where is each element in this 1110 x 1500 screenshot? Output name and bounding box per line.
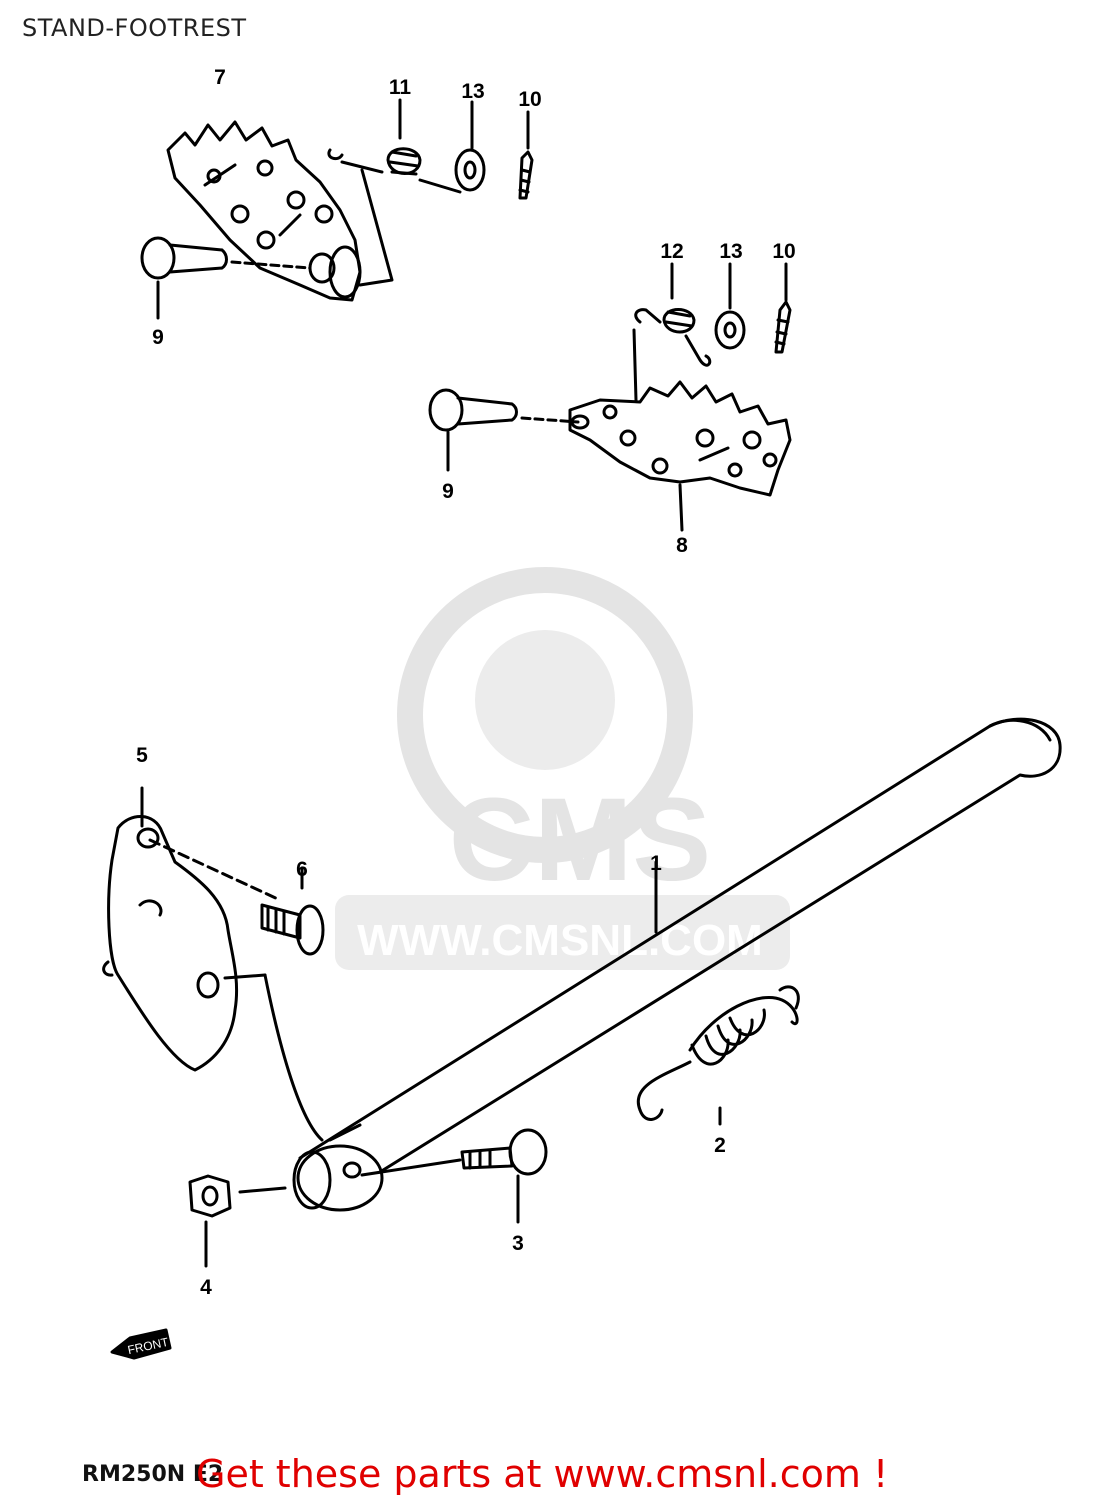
callout-9-left: 9 [152, 326, 164, 349]
bolt-3 [360, 1128, 548, 1224]
bolt-6 [260, 866, 325, 956]
stand-bracket [102, 786, 282, 1072]
callout-13-left: 13 [461, 80, 484, 103]
callout-3: 3 [512, 1232, 524, 1255]
callout-6: 6 [296, 858, 308, 881]
get-parts-link[interactable]: Get these parts at www.cmsnl.com ! [196, 1452, 889, 1496]
callout-4: 4 [200, 1276, 212, 1299]
callout-10-left: 10 [518, 88, 541, 111]
callout-labels: 1 2 3 4 5 6 7 8 9 9 10 10 11 12 13 13 [136, 66, 796, 1299]
callout-12: 12 [660, 240, 683, 263]
cms-watermark: CMS WWW.CMSNL.COM [335, 567, 790, 970]
watermark-url: WWW.CMSNL.COM [357, 916, 763, 965]
pin-9-right [428, 388, 580, 472]
callout-11: 11 [389, 76, 412, 99]
callout-13-right: 13 [719, 240, 742, 263]
spring-11-left [327, 98, 462, 287]
pin-9-left [140, 236, 312, 320]
nut-4 [188, 1174, 287, 1268]
callout-8: 8 [676, 534, 688, 557]
washer-13-right [714, 262, 746, 350]
callout-10-right: 10 [772, 240, 795, 263]
side-stand [223, 717, 1062, 1212]
footrest-left [166, 120, 362, 302]
callout-5: 5 [136, 744, 148, 767]
spring-12-right [632, 262, 712, 402]
callout-2: 2 [714, 1134, 726, 1157]
stand-spring [636, 985, 800, 1126]
page-title: STAND-FOOTREST [22, 14, 247, 42]
model-code: RM250N E2 [82, 1462, 224, 1487]
callout-1: 1 [650, 852, 662, 875]
front-direction-arrow-icon: FRONT [110, 1328, 172, 1360]
callout-7: 7 [214, 66, 226, 89]
watermark-logo: CMS [449, 774, 711, 906]
callout-9-right: 9 [442, 480, 454, 503]
footrest-right [568, 380, 792, 532]
cotter-pin-10-right [774, 262, 792, 354]
washer-13-left [454, 100, 486, 192]
cotter-pin-10-left [518, 110, 534, 200]
